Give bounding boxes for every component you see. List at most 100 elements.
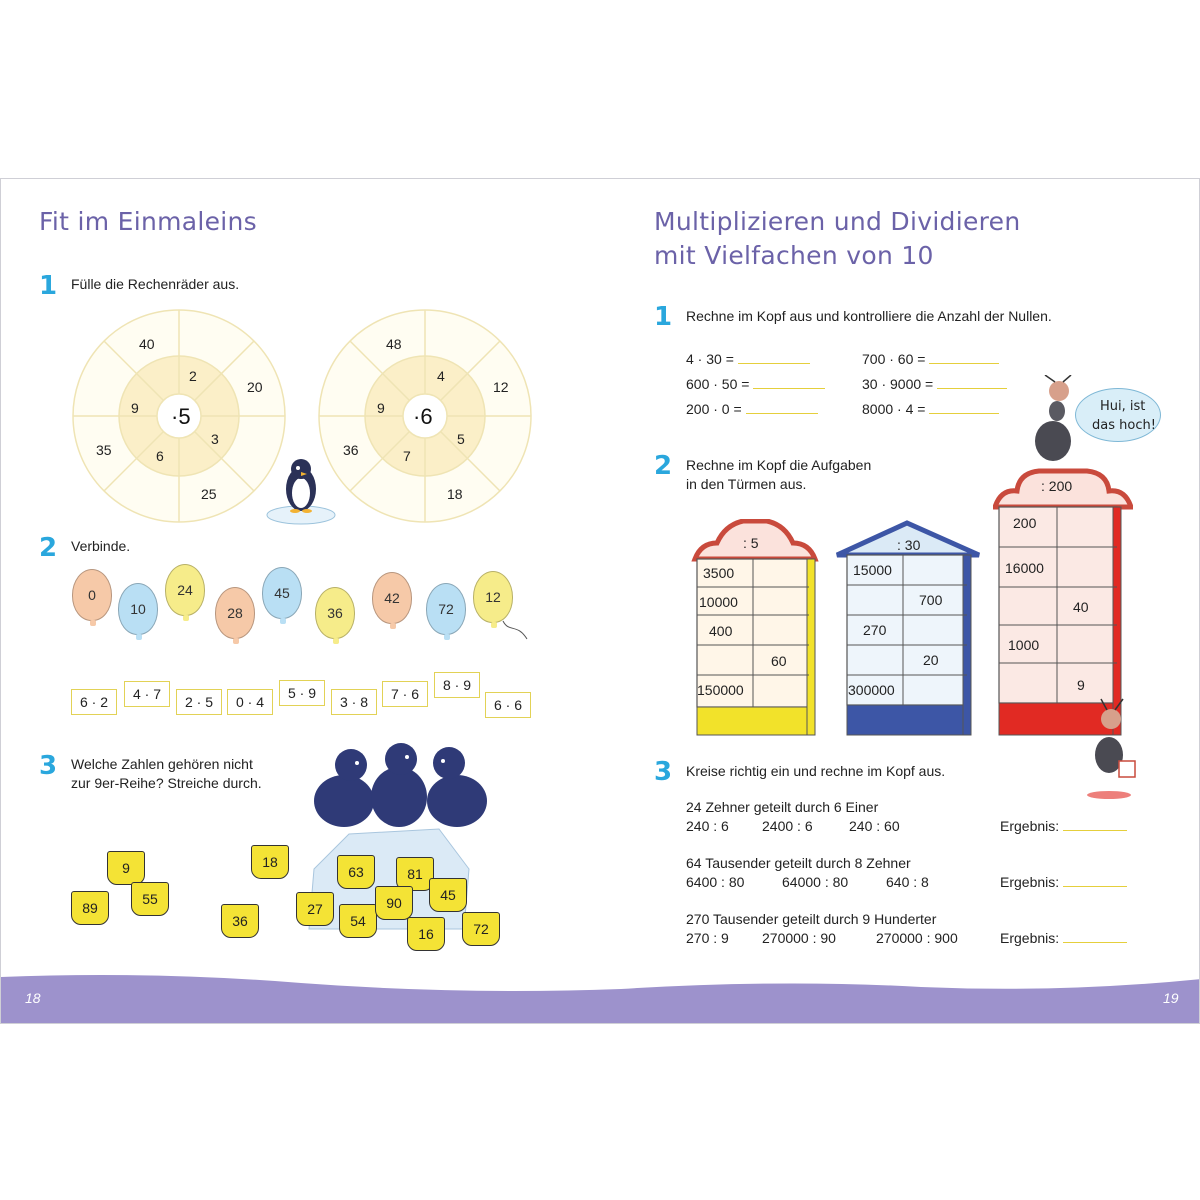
- balloon-value: 42: [384, 590, 400, 606]
- result-blank[interactable]: [1063, 942, 1128, 943]
- tower-divide-by-5: : 5 3500 10000 400 150000 60: [691, 519, 819, 737]
- option[interactable]: 270000 : 90: [762, 930, 836, 946]
- option[interactable]: 2400 : 6: [762, 818, 813, 834]
- option[interactable]: 270000 : 900: [876, 930, 958, 946]
- bucket[interactable]: 54: [339, 904, 377, 938]
- option[interactable]: 270 : 9: [686, 930, 729, 946]
- balloon[interactable]: 28: [215, 587, 255, 644]
- balloon[interactable]: 0: [72, 569, 112, 626]
- bucket[interactable]: 9: [107, 851, 145, 885]
- tower-cell: 20: [923, 652, 939, 668]
- option[interactable]: 240 : 6: [686, 818, 729, 834]
- ant-character-illustration: [1035, 375, 1072, 461]
- balloon[interactable]: 36: [315, 587, 355, 644]
- bucket[interactable]: 45: [429, 878, 467, 912]
- balloon[interactable]: 42: [372, 572, 412, 629]
- balloon-value: 28: [227, 605, 243, 621]
- option[interactable]: 6400 : 80: [686, 874, 745, 890]
- bucket[interactable]: 55: [131, 882, 169, 916]
- balloon[interactable]: 72: [426, 583, 466, 640]
- problem-row: 200 · 0 =: [686, 401, 818, 417]
- ant-painter-illustration: [1087, 698, 1136, 799]
- task-3-group-heading: 64 Tausender geteilt durch 8 Zehner: [686, 855, 911, 871]
- tower-shape: [835, 520, 981, 736]
- bucket[interactable]: 27: [296, 892, 334, 926]
- result-row: Ergebnis:: [1000, 930, 1128, 946]
- task-2-instruction-line: Rechne im Kopf die Aufgaben: [686, 457, 872, 473]
- option[interactable]: 64000 : 80: [782, 874, 849, 890]
- tile[interactable]: 8 · 9: [434, 672, 480, 698]
- bucket[interactable]: 90: [375, 886, 413, 920]
- balloon[interactable]: 12: [473, 571, 513, 628]
- answer-blank[interactable]: [753, 388, 826, 389]
- balloon[interactable]: 24: [165, 564, 205, 621]
- balloon-value: 24: [177, 582, 193, 598]
- task-2-instruction: Verbinde.: [71, 538, 131, 554]
- balloon-value: 10: [130, 601, 146, 617]
- task-2-number: 2: [39, 533, 58, 563]
- balloon-value: 12: [485, 589, 501, 605]
- balloon[interactable]: 10: [118, 583, 158, 640]
- tower-operator: : 5: [743, 535, 759, 551]
- bucket[interactable]: 81: [396, 857, 434, 891]
- task-2-instruction: Rechne im Kopf die Aufgaben in den Türme…: [686, 456, 871, 494]
- task-1-instruction: Fülle die Rechenräder aus.: [71, 276, 240, 292]
- tile[interactable]: 0 · 4: [227, 689, 273, 715]
- task-3-instruction-line: zur 9er-Reihe? Streiche durch.: [71, 775, 262, 791]
- result-label: Ergebnis:: [1000, 818, 1060, 834]
- tile[interactable]: 2 · 5: [176, 689, 222, 715]
- answer-blank[interactable]: [929, 413, 1000, 414]
- result-blank[interactable]: [1063, 830, 1128, 831]
- tower-cell: 3500: [703, 565, 735, 581]
- option[interactable]: 240 : 60: [849, 818, 900, 834]
- task-3-number: 3: [654, 757, 673, 787]
- wheel-2-outer-value: 48: [386, 336, 402, 352]
- speech-bubble-line: das hoch!: [1092, 418, 1156, 433]
- bucket[interactable]: 36: [221, 904, 259, 938]
- tower-cell: 10000: [699, 594, 738, 610]
- tower-cell: 270: [863, 622, 887, 638]
- tile[interactable]: 6 · 2: [71, 689, 117, 715]
- speech-bubble: Hui, ist das hoch!: [1075, 388, 1161, 442]
- tower-cell: 200: [1013, 515, 1037, 531]
- option[interactable]: 640 : 8: [886, 874, 929, 890]
- calc-wheel-times-6: ·6 4 5 7 9 48 12 18 36: [318, 309, 532, 523]
- task-3-instruction-line: Welche Zahlen gehören nicht: [71, 756, 253, 772]
- answer-blank[interactable]: [737, 363, 810, 364]
- balloon-value: 72: [438, 601, 454, 617]
- balloon-value: 36: [327, 605, 343, 621]
- bucket[interactable]: 72: [462, 912, 500, 946]
- task-3-instruction: Kreise richtig ein und rechne im Kopf au…: [686, 763, 946, 779]
- tower-cell: 1000: [1008, 637, 1040, 653]
- book-spread: Fit im Einmaleins 1 Fülle die Rechenräde…: [0, 178, 1200, 1024]
- problem-row: 30 · 9000 =: [862, 376, 1008, 392]
- bucket[interactable]: 89: [71, 891, 109, 925]
- tile[interactable]: 3 · 8: [331, 689, 377, 715]
- balloon-string: [502, 620, 528, 640]
- task-3-number: 3: [39, 751, 58, 781]
- wheel-2-outer-value: 12: [493, 379, 509, 395]
- problem-text: 200 · 0 =: [686, 401, 742, 417]
- balloon[interactable]: 45: [262, 567, 302, 624]
- speech-bubble-line: Hui, ist: [1100, 399, 1146, 414]
- problem-text: 8000 · 4 =: [862, 401, 926, 417]
- answer-blank[interactable]: [929, 363, 1000, 364]
- task-3-group-heading: 270 Tausender geteilt durch 9 Hunderter: [686, 911, 937, 927]
- tile[interactable]: 6 · 6: [485, 692, 531, 718]
- tile[interactable]: 4 · 7: [124, 681, 170, 707]
- result-blank[interactable]: [1063, 886, 1128, 887]
- bucket[interactable]: 18: [251, 845, 289, 879]
- task-1-instruction: Rechne im Kopf aus und kontrolliere die …: [686, 308, 1052, 324]
- bucket[interactable]: 16: [407, 917, 445, 951]
- wheel-1-center: ·5: [171, 404, 191, 429]
- wheel-1-inner-value: 3: [211, 431, 219, 447]
- task-2-instruction-line: in den Türmen aus.: [686, 476, 807, 492]
- tower-shape: [993, 468, 1133, 736]
- answer-blank[interactable]: [937, 388, 1008, 389]
- tile[interactable]: 7 · 6: [382, 681, 428, 707]
- problem-row: 4 · 30 =: [686, 351, 810, 367]
- answer-blank[interactable]: [745, 413, 818, 414]
- tile[interactable]: 5 · 9: [279, 680, 325, 706]
- tower-cell: 60: [771, 653, 787, 669]
- bucket[interactable]: 63: [337, 855, 375, 889]
